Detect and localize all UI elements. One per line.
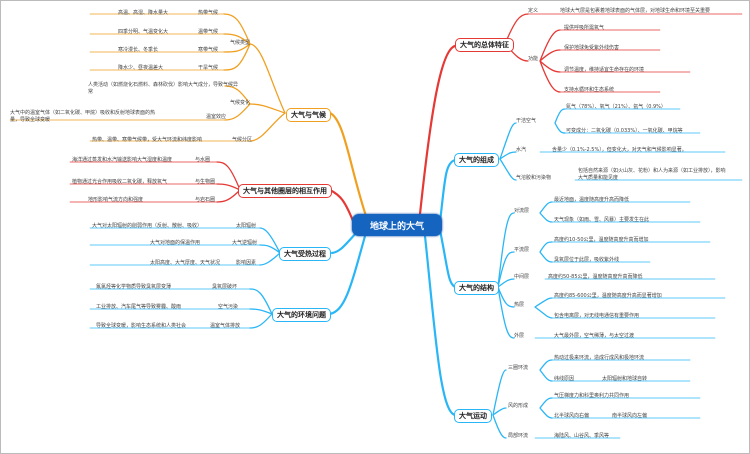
- comp-dry-1: 氮气（78%）、氧气（21%）、氩气（0.9%）: [566, 104, 666, 110]
- climate-type-name: 温带气候: [198, 29, 219, 35]
- motion-local-1: 海陆风、山谷风、季风等: [554, 433, 610, 439]
- env-desc: 导致全球变暖，影响生态系统和人类社会: [96, 323, 187, 329]
- motion-circ-1: 热动过极来环流，造成行成风和极地环流: [554, 355, 645, 361]
- comp-aerosol-2: 大气质量和能见度: [578, 175, 619, 181]
- branch-heating[interactable]: 大气受热过程: [279, 247, 331, 261]
- motion-wind-2: 北半球风向右偏: [554, 413, 590, 419]
- overview-def-text: 地球大气层是包裹着地球表面的气体层，对地球生命和环境至关重要: [560, 8, 711, 14]
- motion-circ-label: 三圈环流: [508, 365, 529, 371]
- branch-interaction[interactable]: 大气与其他圈层的相互作用: [238, 184, 332, 198]
- branch-structure[interactable]: 大气的结构: [454, 281, 499, 295]
- climate-type-desc: 寒冷漫长、冬季长: [118, 47, 159, 53]
- comp-vapor-text: 含量少（0.1%-2.5%），但变化大，对天气和气候影响显著。: [552, 147, 687, 153]
- heating-desc: 太阳高度、大气厚度、天气状况: [150, 260, 221, 266]
- greenhouse-label: 温室效应: [206, 114, 227, 120]
- central-topic[interactable]: 地球上的大气: [352, 214, 442, 236]
- struct-exo-label: 外层: [514, 333, 525, 339]
- overview-func: 支持水循环和生态系统: [564, 87, 615, 93]
- struct-strato-2: 臭氧层位于此层，吸收紫外线: [554, 257, 620, 263]
- climate-type-name: 寒带气候: [198, 47, 219, 53]
- climate-type-desc: 高温、高湿、降水量大: [118, 10, 169, 16]
- overview-def-label: 定义: [528, 8, 539, 14]
- interaction-desc: 地形影响气流方向和强度: [88, 197, 144, 203]
- comp-dry-label: 干洁空气: [516, 118, 537, 124]
- env-desc: 氟氯烃等化学物质导致臭氧层变薄: [96, 284, 172, 290]
- overview-func: 保护地球免受紫外线伤害: [564, 45, 620, 51]
- heating-name: 影响因素: [236, 260, 257, 266]
- comp-vapor-label: 水汽: [516, 147, 527, 153]
- env-name: 温室气体排放: [210, 323, 241, 329]
- heating-name: 大气逆辐射: [232, 240, 258, 246]
- struct-thermo-2: 包含电离层，对无线电通信有重要作用: [554, 313, 640, 319]
- struct-meso-1: 高度约50-85公里，温度随高度升高而降低: [548, 274, 643, 280]
- motion-wind-2b: 南半球风向左偏: [612, 413, 648, 419]
- climate-zone-label: 气候分区: [232, 137, 253, 143]
- motion-circ-2b: 太阳辐射和地球自转: [602, 376, 648, 382]
- struct-tropo-2: 天气现象（如雨、雪、风暴）主要发生在此: [554, 217, 650, 223]
- motion-wind-1: 气压梯度力和科里奥利力共同作用: [554, 393, 630, 399]
- struct-strato-label: 平流层: [514, 247, 530, 253]
- branch-motion[interactable]: 大气运动: [454, 409, 492, 423]
- climate-human-text-2: 常: [88, 89, 94, 95]
- interaction-name: 与岩石圈: [195, 197, 216, 203]
- comp-aerosol-1: 包括自然来源（如火山灰、花粉）和人为来源（如工业排放），影响: [578, 168, 726, 174]
- greenhouse-text: 大气中的温室气体（如二氧化碳、甲烷）吸收和反射地球表面的热: [10, 110, 156, 116]
- climate-type-name: 热带气候: [198, 10, 219, 16]
- struct-strato-1: 高度约10-50公里，温度随高度升高而增加: [554, 237, 649, 243]
- greenhouse-text-2: 量，导致全球变暖: [10, 117, 51, 123]
- motion-circ-2: 纬线原因: [554, 376, 575, 382]
- interaction-desc: 植物通过光合作用吸收二氧化碳，释放氧气: [72, 179, 168, 185]
- heating-desc: 大气对太阳辐射的削弱作用（反射、散射、吸收）: [92, 223, 203, 229]
- struct-meso-label: 中间层: [514, 274, 530, 280]
- climate-human-text: 人类活动（如燃烧化石燃料、森林砍伐）影响大气成分，导致气候异: [88, 82, 239, 88]
- climate-zone-text: 热带、温带、寒带气候带，受大气环流和纬度影响: [92, 137, 203, 143]
- climate-type-desc: 降水少、昼夜温差大: [118, 65, 164, 71]
- struct-tropo-label: 对流层: [514, 208, 530, 214]
- climate-type-desc: 四季分明、气温变化大: [118, 29, 169, 35]
- branch-climate[interactable]: 大气与气候: [286, 108, 331, 122]
- struct-tropo-1: 最近地面，温度随高度升高而降低: [554, 197, 630, 203]
- interaction-name: 与生物圈: [195, 179, 216, 185]
- interaction-name: 与水圈: [195, 157, 211, 163]
- climate-types-label: 气候类型: [230, 40, 251, 46]
- motion-wind-label: 风的形成: [508, 403, 529, 409]
- overview-func: 提供呼吸所需氧气: [564, 25, 605, 31]
- overview-func-label: 功能: [528, 56, 539, 62]
- branch-overview[interactable]: 大气的总体特征: [455, 38, 514, 52]
- overview-func: 调节温度，维持适宜生命存在的环境: [564, 67, 645, 73]
- env-name: 臭氧层破坏: [212, 284, 238, 290]
- struct-exo-1: 大气最外层，空气稀薄，与太空过渡: [554, 333, 635, 339]
- motion-local-label: 局部环流: [508, 433, 529, 439]
- heating-name: 太阳辐射: [236, 223, 257, 229]
- env-desc: 工业排放、汽车尾气等导致雾霾、酸雨: [96, 304, 182, 310]
- climate-change-label: 气候变化: [230, 100, 251, 106]
- climate-type-name: 干旱气候: [198, 65, 219, 71]
- struct-thermo-1: 高度约85-600公里，温度随高度升高而显著增加: [554, 293, 662, 299]
- branch-composition[interactable]: 大气的组成: [454, 153, 499, 167]
- struct-thermo-label: 热层: [514, 302, 525, 308]
- comp-aerosol-label: 气溶胶和污染物: [516, 175, 552, 181]
- comp-dry-2: 可变成分：二氧化碳（0.033%）、一氧化碳、甲烷等: [566, 128, 683, 134]
- heating-desc: 大气对地面的保温作用: [150, 240, 201, 246]
- interaction-desc: 海洋通过蒸发和水汽输送影响大气湿度和温度: [72, 157, 173, 163]
- env-name: 空气污染: [218, 304, 239, 310]
- branch-environment[interactable]: 大气的环境问题: [272, 308, 331, 322]
